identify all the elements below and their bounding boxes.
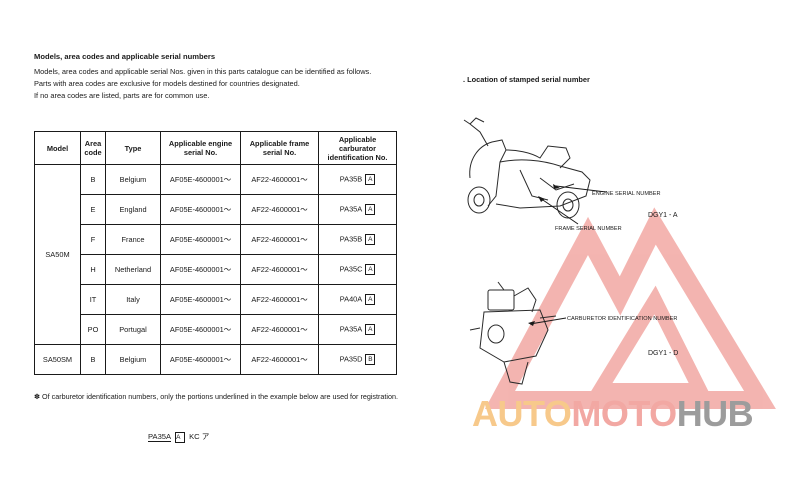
intro-block: Models, area codes and applicable serial… bbox=[34, 52, 404, 102]
carb-code: PA35A bbox=[339, 324, 363, 334]
intro-paragraph-2: Parts with area codes are exclusive for … bbox=[34, 79, 300, 88]
intro-paragraph-1: Models, area codes and applicable serial… bbox=[34, 67, 372, 76]
example-code-underlined: PA35A bbox=[148, 432, 172, 442]
intro-paragraph-3: If no area codes are listed, parts are f… bbox=[34, 91, 210, 100]
watermark-logo bbox=[484, 207, 776, 409]
location-title: . Location of stamped serial number bbox=[463, 75, 590, 84]
carb-box-letter: A bbox=[365, 174, 376, 185]
carb-box-letter: A bbox=[365, 204, 376, 215]
carb-code: PA40A bbox=[339, 294, 363, 304]
code-label-d: DGY1 - D bbox=[648, 350, 678, 357]
carb-code: PA35C bbox=[339, 264, 363, 274]
type-cell: France bbox=[105, 224, 161, 255]
engine-cell: AF05E-4600001～ bbox=[160, 254, 241, 285]
carburetor-id-label: CARBURETOR IDENTIFICATION NUMBER bbox=[567, 316, 677, 322]
header-engine-serial: Applicable engine serial No. bbox=[160, 131, 241, 165]
carb-code: PA35B bbox=[339, 174, 363, 184]
table-row: IT Italy AF05E-4600001～ AF22-4600001～ PA… bbox=[35, 284, 397, 315]
header-carburator-id: Applicable carburator identification No. bbox=[318, 131, 397, 165]
frame-cell: AF22-4600001～ bbox=[240, 344, 319, 375]
code-label-a: DGY1 - A bbox=[648, 212, 678, 219]
watermark-text: AUTOMOTOHUB bbox=[472, 393, 754, 435]
frame-cell: AF22-4600001～ bbox=[240, 284, 319, 315]
watermark-hub: HUB bbox=[676, 393, 754, 434]
header-model: Model bbox=[34, 131, 81, 165]
frame-cell: AF22-4600001～ bbox=[240, 164, 319, 195]
table-row: PO Portugal AF05E-4600001～ AF22-4600001～… bbox=[35, 314, 397, 345]
table-row: SA50SM B Belgium AF05E-4600001～ AF22-460… bbox=[34, 344, 397, 375]
engine-cell: AF05E-4600001～ bbox=[160, 344, 241, 375]
model-cell: SA50SM bbox=[34, 344, 81, 375]
table-row: E England AF05E-4600001～ AF22-4600001～ P… bbox=[35, 194, 397, 225]
carb-box-letter: A bbox=[365, 264, 376, 275]
example-suffix: KC bbox=[189, 432, 200, 441]
carb-code: PA35A bbox=[339, 204, 363, 214]
scooter-drawing bbox=[463, 117, 591, 219]
engine-serial-label: ENGINE SERIAL NUMBER bbox=[592, 191, 661, 197]
serial-number-table: Model Area code Type Applicable engine s… bbox=[34, 131, 397, 375]
header-area-code: Area code bbox=[80, 131, 106, 165]
table-row: H Netherland AF05E-4600001～ AF22-4600001… bbox=[35, 254, 397, 285]
carb-box-letter: A bbox=[365, 324, 376, 335]
example-box-letter: A bbox=[175, 431, 186, 443]
engine-cell: AF05E-4600001～ bbox=[160, 284, 241, 315]
carburetor-drawing bbox=[469, 281, 557, 385]
watermark-moto: MOTO bbox=[571, 393, 677, 434]
frame-serial-label: FRAME SERIAL NUMBER bbox=[555, 226, 622, 232]
section-heading: Models, area codes and applicable serial… bbox=[34, 52, 216, 61]
table-row: SA50M B Belgium AF05E-4600001～ AF22-4600… bbox=[34, 164, 397, 345]
carb-box-letter: A bbox=[365, 234, 376, 245]
watermark-auto: AUTO bbox=[472, 393, 572, 434]
carb-code: PA35B bbox=[339, 234, 363, 244]
engine-cell: AF05E-4600001～ bbox=[160, 194, 241, 225]
carb-box-letter: A bbox=[365, 294, 376, 305]
example-mark: ア bbox=[201, 432, 210, 441]
carb-box-letter: B bbox=[365, 354, 376, 365]
table-row: F France AF05E-4600001～ AF22-4600001～ PA… bbox=[35, 224, 397, 255]
footnote: ✽ Of carburetor identification numbers, … bbox=[34, 392, 398, 401]
carb-code: PA35D bbox=[339, 354, 363, 364]
